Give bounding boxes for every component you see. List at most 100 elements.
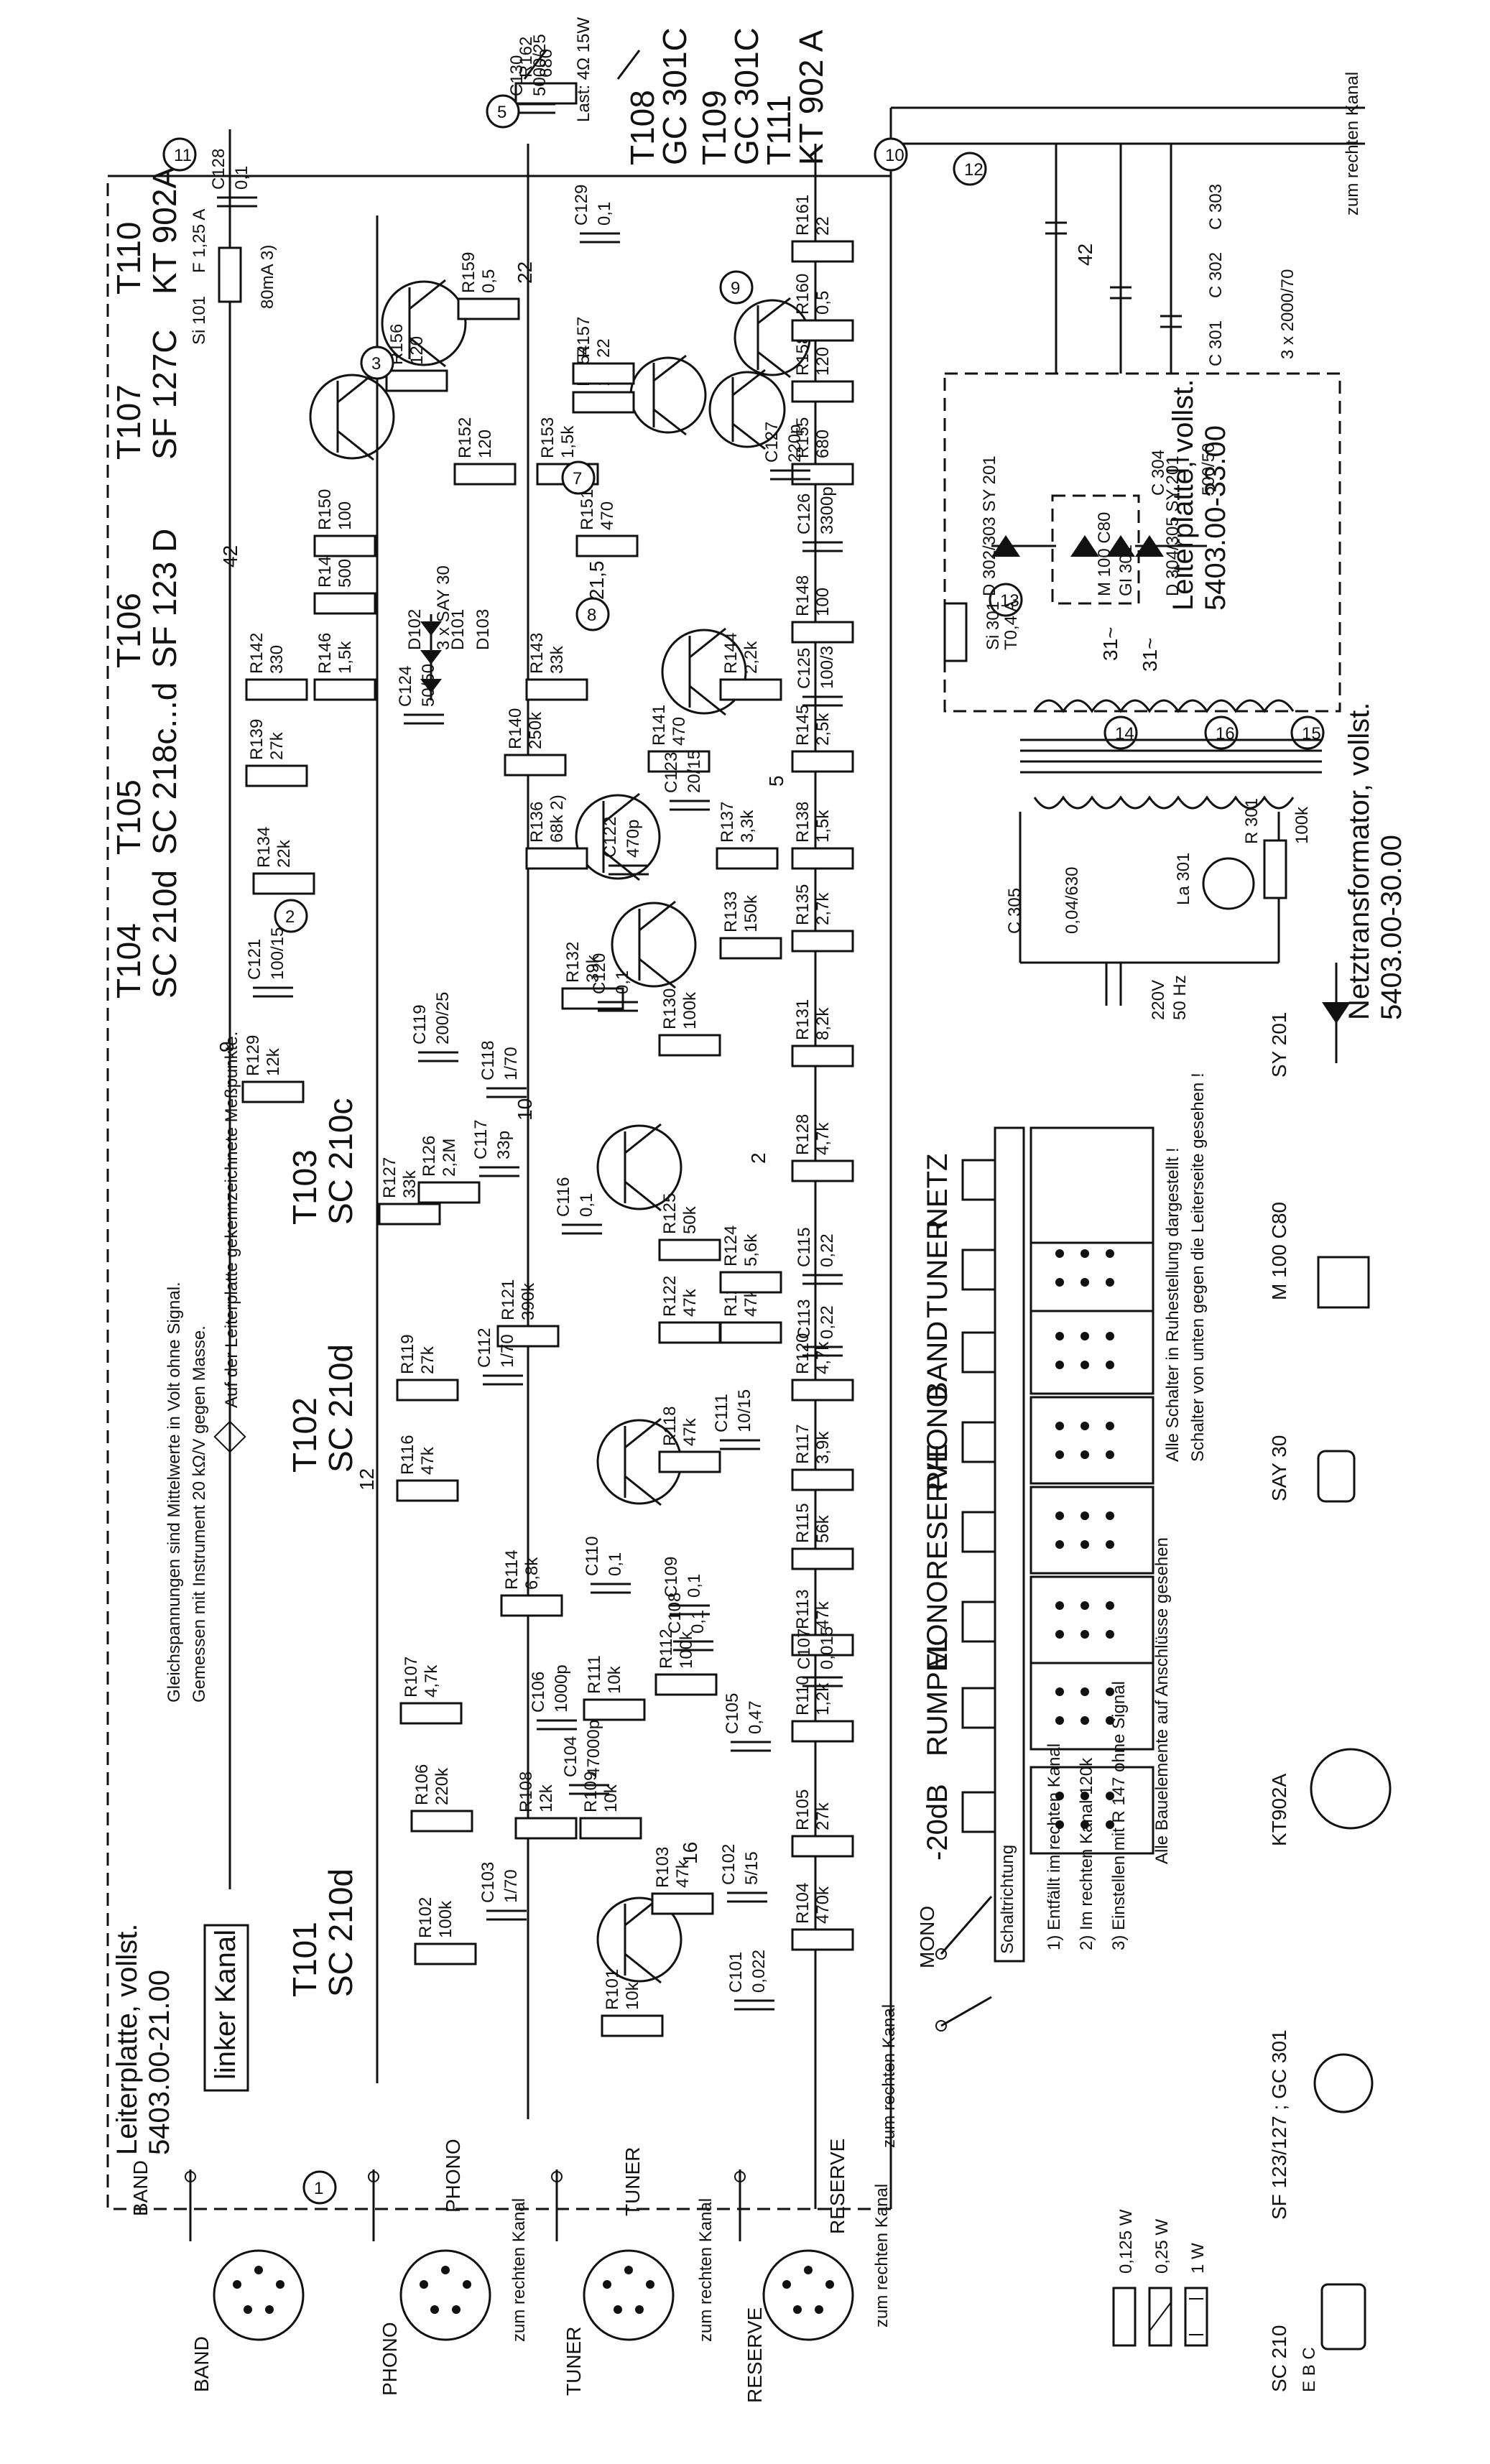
- node-9: 9: [719, 270, 754, 305]
- resistor-r155-value: 680: [813, 430, 833, 458]
- capacitor-c117-value: 33p: [494, 1131, 514, 1159]
- capacitor-c108-id: C108: [665, 1593, 685, 1634]
- c304-value: 500/50: [1199, 443, 1218, 496]
- board-number-text: 5403.00-21.00: [144, 1970, 175, 2155]
- resistor-r144-value: 2,2k: [741, 641, 761, 674]
- resistor-r105-value: 27k: [813, 1802, 833, 1830]
- capacitor-c103-id: C103: [478, 1862, 498, 1903]
- t107-type: SF 127C: [146, 329, 183, 460]
- resistor-r101-value: 10k: [623, 1981, 642, 2010]
- node-7-label: 7: [573, 469, 582, 488]
- rectifier-outline: [1051, 494, 1140, 605]
- netz-module: [1029, 1126, 1154, 1244]
- d101-label: D101: [448, 609, 468, 650]
- resistor-r120-id: R120: [793, 1333, 813, 1374]
- legend: 0,125 W 0,25 W 1 W SC 210 E B C SF 123/1…: [1112, 963, 1392, 2392]
- legend-sf-package: [1313, 2053, 1374, 2113]
- si301-label: Si 301: [984, 601, 1003, 650]
- resistor-r151-id: R151: [578, 489, 597, 530]
- resistor-r136-value: 68k 2): [547, 795, 567, 843]
- filter-cap-value: 3 x 2000/70: [1278, 269, 1297, 359]
- resistor-r102-id: R102: [416, 1897, 435, 1938]
- t108-type: GC 301C: [656, 27, 693, 165]
- voltage-labels: 42 22 21,5 12 16 10 9 5 2: [216, 261, 787, 1864]
- si101-value: F 1,25 A: [190, 209, 209, 273]
- resistor-r146-id: R146: [315, 633, 335, 674]
- volt-10: 10: [514, 1098, 536, 1121]
- node-8-label: 8: [587, 606, 596, 625]
- power-board-title: Leiterplatte, vollst.: [1167, 379, 1199, 611]
- resistor-r126-id: R126: [420, 1136, 439, 1177]
- node-3: 3: [360, 346, 394, 380]
- load-label: Last: 4Ω 15W: [574, 17, 593, 122]
- resistor-r140-id: R140: [506, 708, 525, 749]
- transistor-t108: [629, 354, 707, 436]
- resistor-r140-value: 250k: [526, 711, 545, 749]
- resistor-r155-id: R155: [793, 417, 813, 458]
- resistor-r111-value: 10k: [605, 1665, 624, 1694]
- resistor-r157-id: R157: [574, 317, 593, 358]
- capacitor-c110-id: C110: [583, 1536, 602, 1576]
- resistor-r110-value: 1,2k: [813, 1682, 833, 1715]
- resistor-r148-id: R148: [793, 575, 813, 616]
- legend-m100: M 100 C80: [1268, 1202, 1290, 1300]
- node-2-label: 2: [285, 907, 295, 927]
- resistor-r119-id: R119: [398, 1334, 417, 1374]
- input-switch-labels: BAND PHONO TUNER RESERVE: [129, 2139, 848, 2241]
- resistor-r105-id: R105: [793, 1789, 813, 1830]
- node-9-label: 9: [731, 279, 740, 298]
- resistor-r139-value: 27k: [267, 731, 287, 760]
- resistor-r103-id: R103: [653, 1847, 672, 1888]
- resistor-r102-value: 100k: [436, 1900, 455, 1938]
- node-7: 7: [561, 460, 596, 495]
- resistor-r125-value: 50k: [680, 1205, 700, 1234]
- resistor-r118-id: R118: [660, 1406, 680, 1446]
- node-14: 14: [1103, 715, 1138, 750]
- resistor-r128-value: 4,7k: [813, 1122, 833, 1155]
- capacitor-c125-id: C125: [795, 648, 814, 689]
- switch-label-4: PHONO: [922, 1385, 953, 1491]
- capacitor-c130-value: 5000/25: [530, 34, 550, 96]
- diodes-d101-d103: D101 D102 3 x SAY 30 D103: [405, 565, 493, 700]
- capacitor-c115-id: C115: [795, 1227, 814, 1267]
- c305-label: C 305: [1005, 888, 1024, 934]
- resistor-r114-id: R114: [502, 1550, 522, 1590]
- resistor-r162-value: 680: [537, 49, 556, 78]
- node-8: 8: [575, 597, 610, 631]
- t106-type: SF 123 D: [146, 529, 183, 668]
- resistor-r156-value: 120: [407, 336, 427, 365]
- fuse-si101: Si 101 F 1,25 A 80mA 3): [190, 209, 277, 345]
- resistor-r129-value: 12k: [264, 1047, 283, 1076]
- legend-kt-package: [1310, 1748, 1392, 1830]
- t101-label: T101: [286, 1922, 323, 1997]
- capacitor-c120-value: 0,1: [613, 971, 632, 994]
- switch-rail: [994, 1126, 1025, 1963]
- measure-point-icon: [213, 1420, 246, 1453]
- resistor-r148-value: 100: [813, 588, 833, 616]
- si301-value: T0,4 A: [1001, 601, 1021, 650]
- resistor-r125-id: R125: [660, 1193, 680, 1234]
- capacitor-c123-id: C123: [662, 752, 681, 793]
